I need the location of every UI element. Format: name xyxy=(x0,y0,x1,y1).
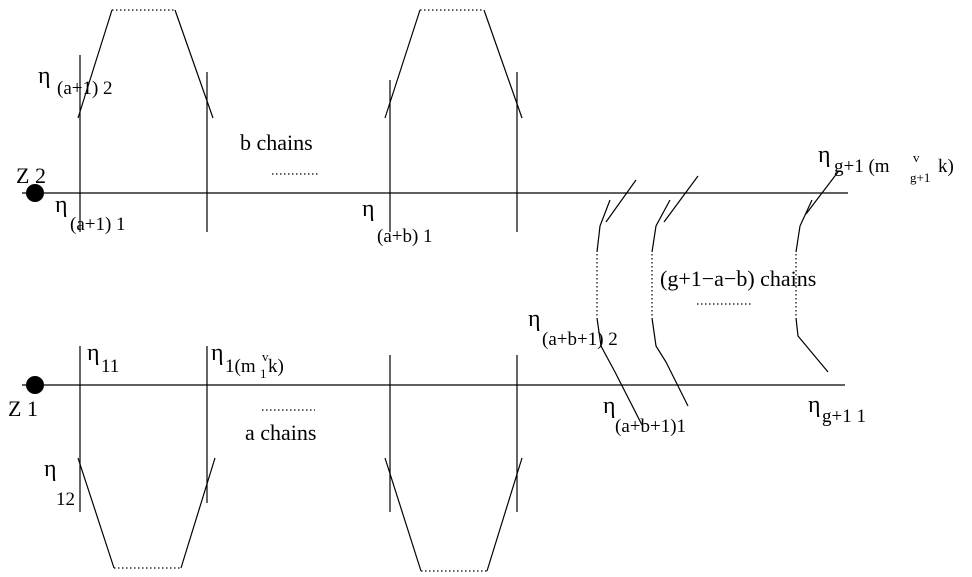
svg-text:v: v xyxy=(262,349,269,364)
diagonal-chain-3 xyxy=(795,171,839,373)
svg-text:(a+1) 2: (a+1) 2 xyxy=(57,78,113,99)
svg-text:η: η xyxy=(38,63,51,89)
a-chains-label: a chains xyxy=(245,420,316,445)
svg-text:g+1: g+1 xyxy=(910,170,930,185)
eta-ab1-2: η (a+b+1) 2 xyxy=(528,306,618,350)
svg-text:v: v xyxy=(913,150,920,165)
svg-text:η: η xyxy=(87,340,100,366)
svg-text:k): k) xyxy=(268,356,284,377)
eta-g1-mk: η g+1 (m v g+1 k) xyxy=(818,142,954,185)
upper-chain-2 xyxy=(384,9,523,232)
upper-chain-1 xyxy=(77,9,214,232)
eta-12: η 12 xyxy=(44,456,75,510)
lower-chain-2 xyxy=(384,355,523,572)
svg-text:k): k) xyxy=(938,156,954,177)
eta-g1-1: η g+1 1 xyxy=(808,392,866,427)
svg-text:1: 1 xyxy=(260,366,267,381)
svg-text:(a+1) 1: (a+1) 1 xyxy=(70,214,126,235)
point-z2 xyxy=(26,184,44,202)
z1-label: Z 1 xyxy=(8,396,38,421)
z2-label: Z 2 xyxy=(16,163,46,188)
eta-a1-1: η (a+1) 1 xyxy=(55,192,126,235)
point-z1 xyxy=(26,376,44,394)
svg-text:η: η xyxy=(44,456,57,482)
svg-text:(a+b+1)1: (a+b+1)1 xyxy=(615,416,686,437)
svg-text:g+1 (m: g+1 (m xyxy=(834,156,890,177)
svg-text:η: η xyxy=(528,306,541,332)
svg-text:η: η xyxy=(818,142,831,168)
g-chains-label: (g+1−a−b) chains xyxy=(660,266,816,291)
eta-11: η 11 xyxy=(87,340,119,377)
b-chains-label: b chains xyxy=(240,130,313,155)
eta-a1-2: η (a+1) 2 xyxy=(38,63,113,99)
eta-ab-1: η (a+b) 1 xyxy=(362,196,433,247)
svg-text:η: η xyxy=(362,196,375,222)
svg-text:η: η xyxy=(211,340,224,366)
svg-text:11: 11 xyxy=(101,356,119,377)
svg-text:12: 12 xyxy=(56,489,75,510)
eta-1mk: η 1(m v 1 k) xyxy=(211,340,284,381)
eta-ab1-1: η (a+b+1)1 xyxy=(603,393,686,437)
svg-text:(a+b+1) 2: (a+b+1) 2 xyxy=(542,329,618,350)
svg-text:(a+b) 1: (a+b) 1 xyxy=(377,226,433,247)
lower-chain-1 xyxy=(77,346,216,569)
svg-text:η: η xyxy=(808,392,821,418)
diagonal-chain-1 xyxy=(596,179,643,426)
diagonal-chain-2 xyxy=(651,175,699,407)
svg-text:η: η xyxy=(55,192,68,218)
svg-text:η: η xyxy=(603,393,616,419)
svg-text:g+1 1: g+1 1 xyxy=(822,406,866,427)
svg-text:1(m: 1(m xyxy=(225,356,256,377)
